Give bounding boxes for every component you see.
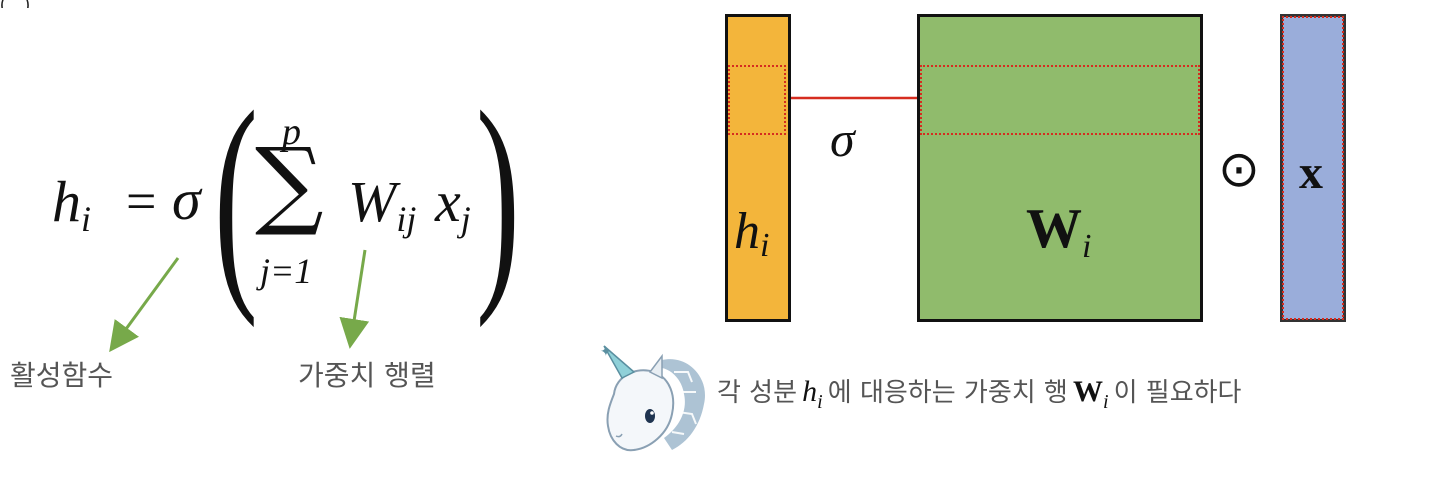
formula-lhs: hi [52, 169, 92, 239]
formula-weight: Wij [348, 169, 417, 239]
formula-input: xj [435, 169, 471, 239]
weight-pointer-arrow [339, 249, 370, 349]
formula: hi = σ ( p ∑ j=1 Wij xj ) [50, 75, 550, 330]
w-matrix-box: Wi [917, 14, 1203, 322]
svg-text:✦: ✦ [600, 344, 612, 360]
caption-w: Wi [1072, 375, 1109, 413]
sum-symbol: ∑ [255, 127, 324, 239]
diagram-sigma: σ [830, 111, 855, 167]
hadamard-operator: ⊙ [1218, 140, 1260, 198]
h-vector-box: hi [725, 14, 791, 322]
formula-equals: = [126, 171, 157, 231]
sum-lower-limit: j=1 [260, 251, 313, 291]
x-highlight [1282, 16, 1344, 320]
formula-sigma: σ [172, 167, 201, 232]
top-cutoff-text: ( ) , , , [0, 0, 690, 8]
h-highlight-cell [728, 65, 786, 135]
w-highlight-row [920, 65, 1200, 135]
h-vector-label: hi [734, 203, 770, 264]
formula-left-paren: ( [213, 62, 258, 328]
formula-right-paren: ) [475, 62, 520, 328]
activation-pointer-arrow [109, 257, 180, 353]
x-vector-box: x [1280, 14, 1346, 322]
unicorn-mascot-icon: ✦ [600, 344, 705, 452]
x-vector-label: x [1299, 146, 1323, 199]
caption: 각 성분 hi 에 대응하는 가중치 행 Wi 이 필요하다 [717, 375, 1242, 413]
sum-upper-limit: p [282, 111, 301, 153]
w-matrix-label: Wi [1026, 198, 1092, 265]
caption-h: hi [802, 375, 823, 413]
weight-matrix-label: 가중치 행렬 [298, 359, 436, 392]
activation-function-label: 활성함수 [10, 359, 114, 392]
